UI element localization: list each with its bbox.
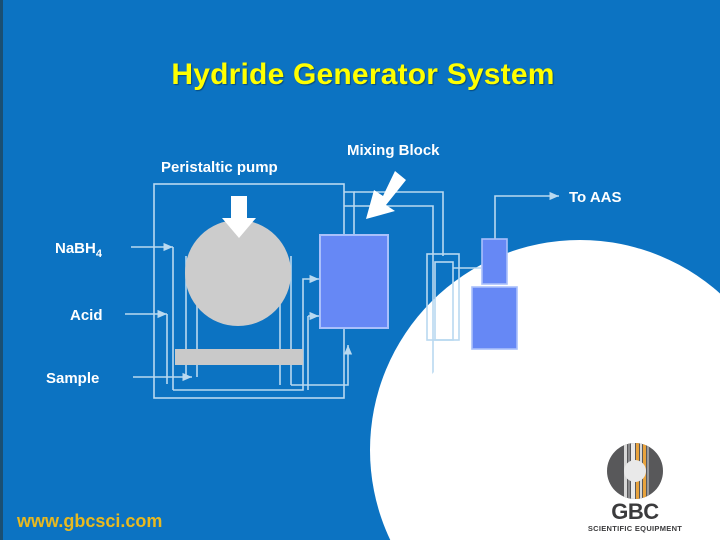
gbc-logo-hub-icon [624, 460, 646, 482]
tube-top-bypass [354, 191, 444, 256]
tube-block-bottom-in [291, 345, 353, 386]
page-title: Hydride Generator System [171, 58, 555, 91]
label-mixing-block: Mixing Block [347, 142, 440, 159]
mixing-coil-outline-inner [434, 261, 454, 341]
tube-to-aas [494, 191, 559, 240]
tube-top-to-block [344, 191, 355, 236]
hydride-generator-diagram [125, 171, 583, 408]
label-nabh4: NaBH4 [55, 239, 102, 262]
tube-to-block-upper [173, 274, 319, 391]
arrow-left-separator [540, 295, 583, 327]
pump-roller-head [185, 220, 291, 326]
label-sample: Sample [46, 370, 100, 387]
arrow-down-pump [222, 196, 256, 238]
label-acid: Acid [70, 307, 103, 324]
label-to-aas: To AAS [569, 189, 622, 206]
label-nabh4-text: NaBH [55, 240, 96, 257]
footer-website-url[interactable]: www.gbcsci.com [17, 511, 163, 531]
separator-body [471, 286, 518, 350]
pump-platen-bar [175, 349, 303, 365]
label-nabh4-subscript: 4 [95, 248, 102, 260]
label-mixing-coil: Mixing coil [385, 420, 463, 437]
arrow-up-mixing-coil [422, 366, 456, 408]
label-peristaltic-pump: Peristaltic pump [161, 159, 278, 176]
mixing-coil-outline-outer [426, 253, 460, 341]
gbc-logo-wordmark: GBC [611, 499, 659, 524]
gbc-logo-tagline: SCIENTIFIC EQUIPMENT [587, 524, 683, 533]
callout-arrows [222, 171, 583, 408]
gbc-logo: GBC SCIENTIFIC EQUIPMENT [579, 443, 691, 533]
label-gas-liquid: Gas-Liquid [571, 292, 650, 309]
arrow-diagonal-mixing-block [366, 171, 406, 219]
separator-neck [481, 238, 508, 285]
gbc-logo-mark-icon [607, 443, 663, 499]
label-separator: Separator [574, 329, 645, 346]
mixing-block-body [319, 234, 389, 329]
